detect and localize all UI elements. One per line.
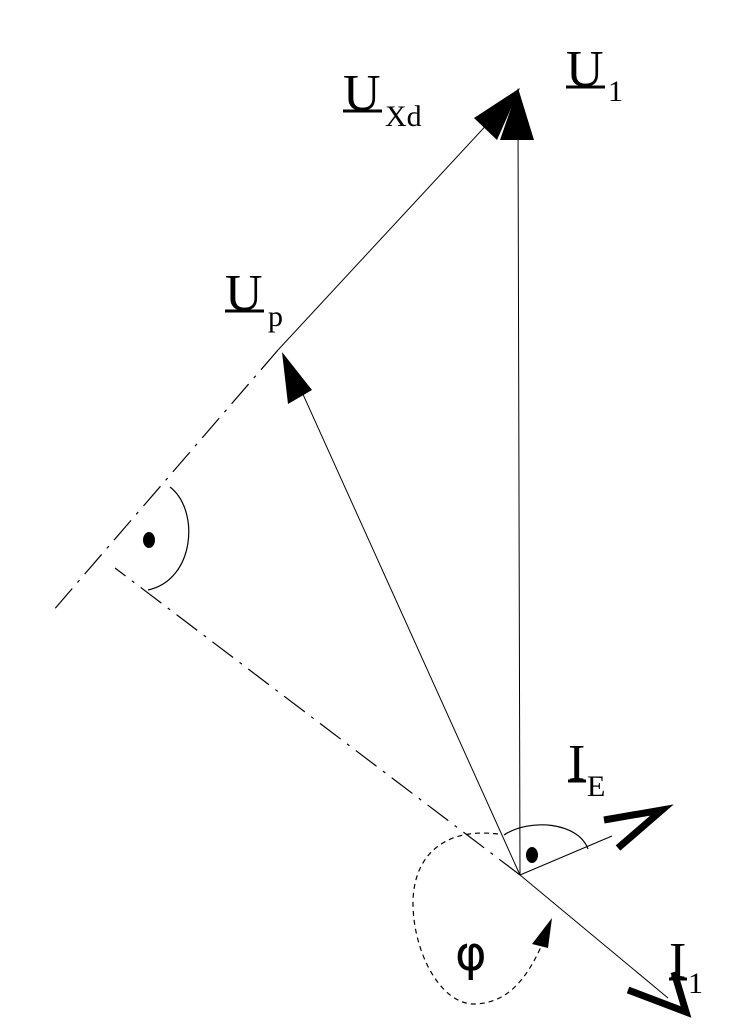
label-u-xd-main: U <box>343 65 381 122</box>
label-u-p-main: U <box>225 265 263 322</box>
i1-phasor-arrowhead <box>626 970 692 1018</box>
label-i-1-main: I <box>669 933 686 990</box>
up-phasor-line <box>291 369 521 876</box>
up-direction-construction-line <box>51 349 279 613</box>
label-i-e-main: I <box>568 735 585 792</box>
label-u-xd: U Xd <box>343 65 422 133</box>
phi-angle-arc <box>412 832 547 1005</box>
right-angle-arc-origin <box>503 824 589 850</box>
label-phi: φ <box>455 926 487 982</box>
perpendicular-construction-line <box>114 567 521 876</box>
right-angle-dot-construction <box>143 532 155 548</box>
right-angle-dot-origin <box>526 847 538 863</box>
u1-phasor-arrowhead <box>500 88 534 140</box>
up-phasor-arrowhead <box>282 352 312 404</box>
phi-angle-arrowhead <box>532 918 552 948</box>
label-u-xd-sub: Xd <box>385 100 422 133</box>
right-angle-arc-construction <box>147 486 190 591</box>
label-u-1-sub: 1 <box>608 75 623 108</box>
label-u-p: U p <box>225 265 283 333</box>
label-i-e-sub: E <box>587 770 605 803</box>
label-u-1-main: U <box>566 41 604 98</box>
label-i-1-sub: 1 <box>688 967 703 1000</box>
u1-phasor-line <box>517 119 521 876</box>
label-i-1: I 1 <box>669 933 703 1000</box>
uxd-phasor-arrowhead <box>474 88 520 140</box>
i1-phasor-line <box>519 874 669 999</box>
uxd-phasor-line <box>277 104 506 351</box>
label-u-p-sub: p <box>268 300 283 333</box>
label-u-1: U 1 <box>566 41 623 108</box>
ie-phasor-line <box>519 835 613 876</box>
label-i-e: I E <box>568 735 605 803</box>
ie-phasor-arrowhead <box>603 804 674 851</box>
